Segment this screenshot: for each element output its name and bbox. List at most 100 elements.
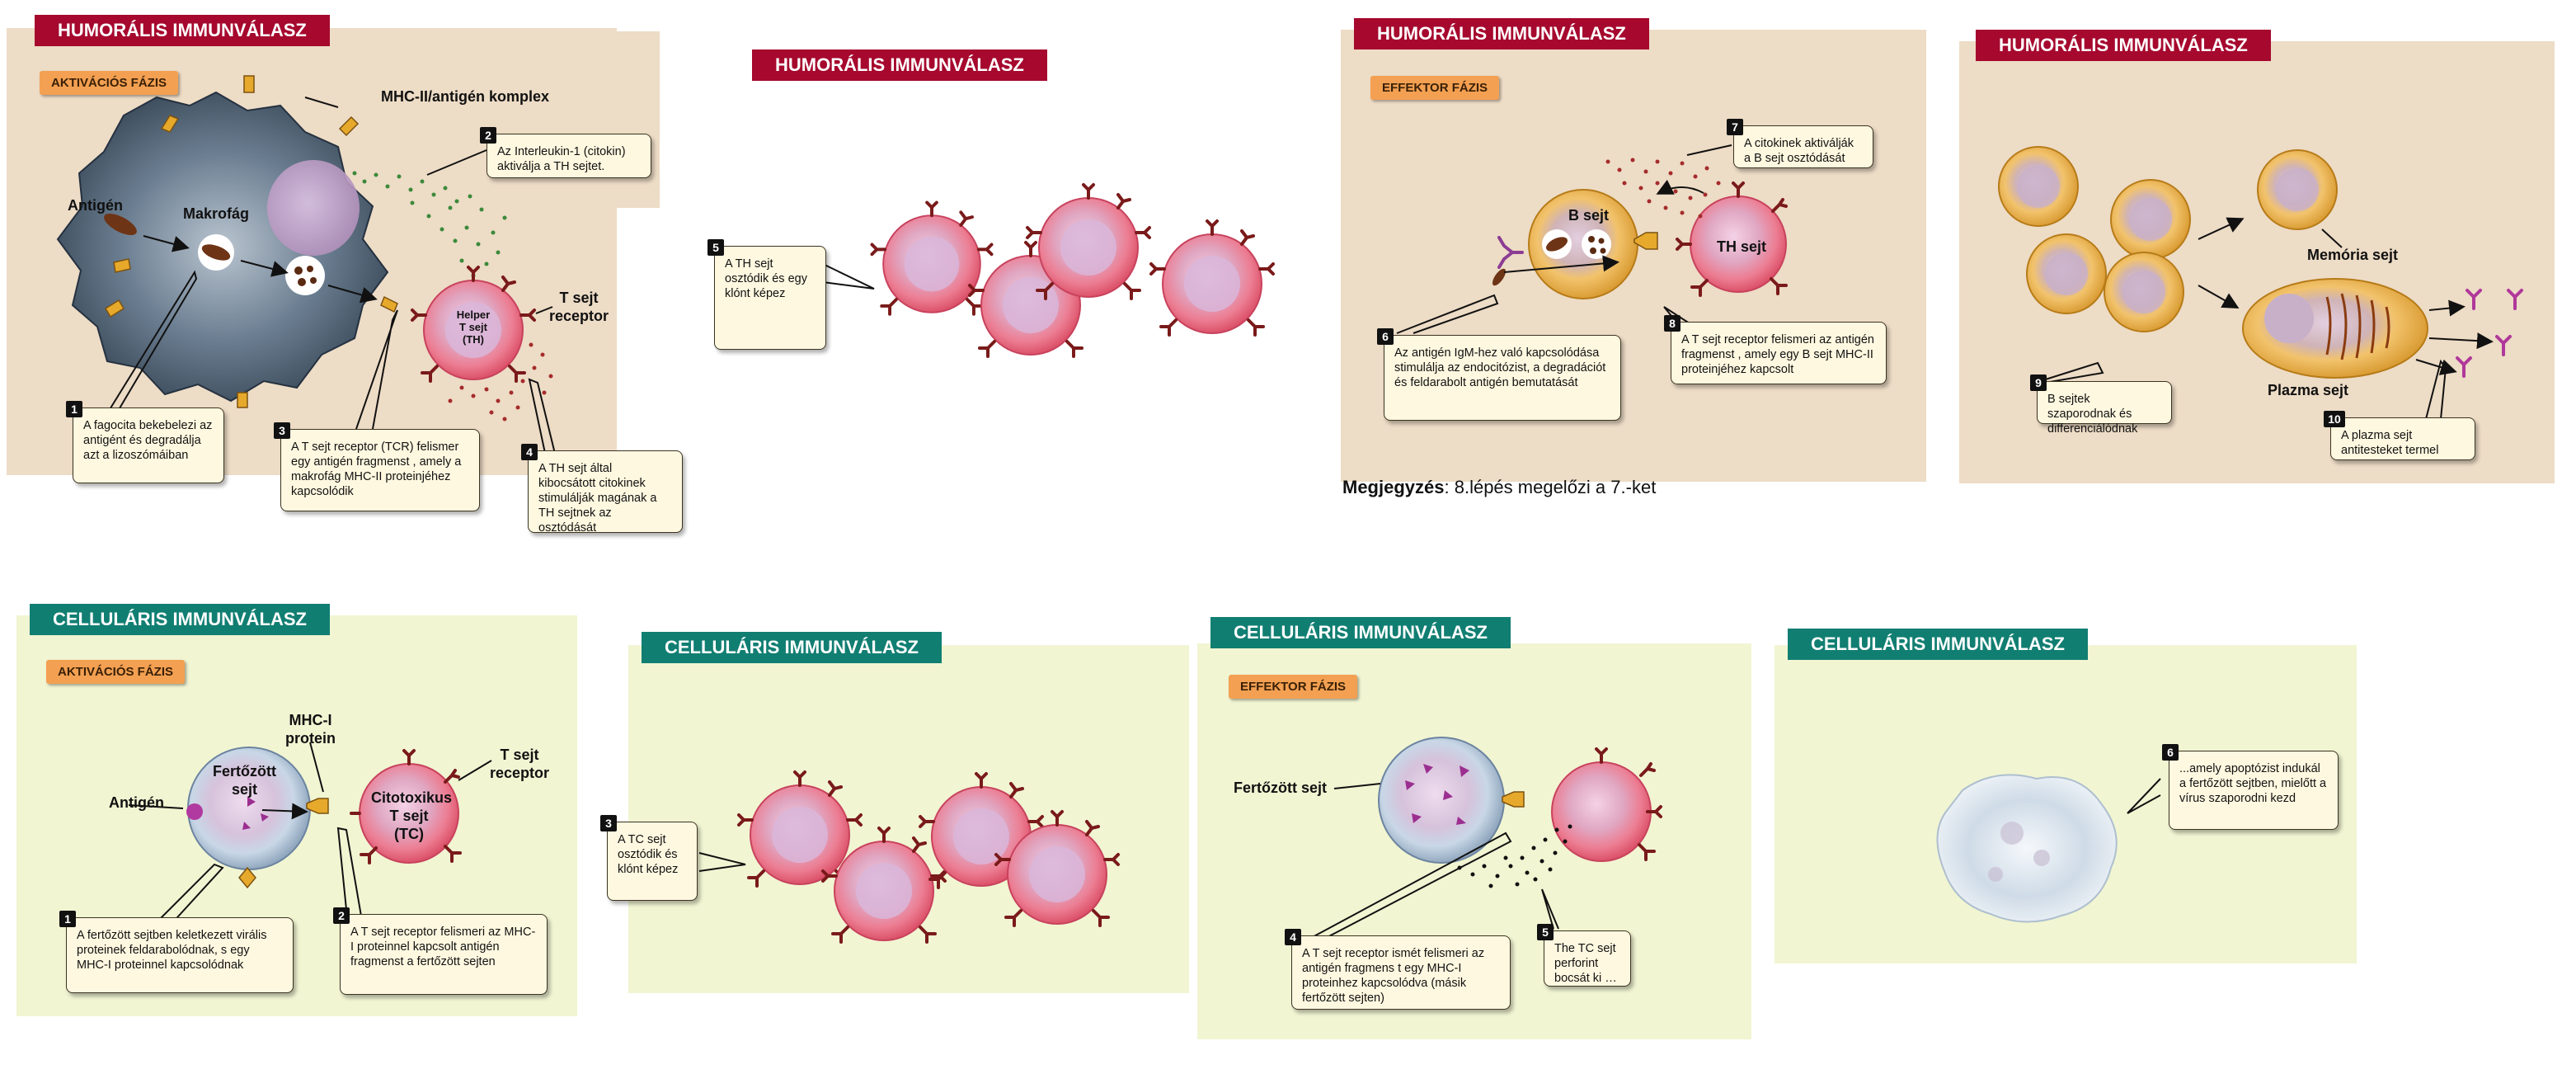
- plasma-cell: [2242, 278, 2428, 379]
- clone-pointer-c: [698, 852, 746, 872]
- memory-cell: [2257, 149, 2338, 230]
- step-h1-text: A fagocita bekebelezi az antigént és deg…: [83, 419, 213, 462]
- label-cytotoxic-line3: (TC): [394, 826, 424, 842]
- step-h8: 8 A T sejt receptor felismeri az antigén…: [1664, 315, 1887, 384]
- b-cell-cluster: [1998, 146, 2191, 332]
- step-c6-number: 6: [2162, 744, 2179, 761]
- step-h7-number: 7: [1727, 119, 1743, 135]
- label-infected-line2: sejt: [231, 781, 257, 798]
- step-h5: 5 A TH sejt osztódik és egy klónt képez: [707, 239, 826, 350]
- step-c3: 3 A TC sejt osztódik és klónt képez: [600, 815, 698, 901]
- cytotoxic-t-cell: [350, 749, 462, 864]
- cellular-activation-arrows: [128, 742, 492, 926]
- label-memory-cell: Memória sejt: [2307, 247, 2399, 263]
- apoptosis-pointer: [2127, 778, 2161, 814]
- title-cellular-apoptosis: CELLULÁRIS IMMUNVÁLASZ: [1788, 629, 2088, 660]
- tc-effector: [1551, 747, 1662, 862]
- step-c3-number: 3: [600, 815, 617, 831]
- step-c5-number: 5: [1537, 924, 1554, 940]
- label-cytotoxic-line1: Citotoxikus: [371, 789, 453, 806]
- apoptotic-cell: [1936, 774, 2118, 923]
- note-rest: : 8.lépés megelőzi a 7.-ket: [1444, 477, 1657, 497]
- step-h3-number: 3: [274, 422, 290, 439]
- step-c2: 2 A T sejt receptor felismeri az MHC-I p…: [333, 907, 548, 995]
- label-antigen: Antigén: [68, 197, 123, 214]
- step-h8-number: 8: [1664, 315, 1681, 332]
- label-infected-line1: Fertőzött: [213, 763, 276, 780]
- antibodies: [2456, 289, 2523, 378]
- step-h5-text: A TH sejt osztódik és egy klónt képez: [725, 257, 807, 300]
- phase-badge-cellular-activation: AKTIVÁCIÓS FÁZIS: [46, 660, 186, 684]
- step-h10-number: 10: [2324, 411, 2345, 427]
- step-c1-text: A fertőzött sejtben keletkezett virális …: [77, 929, 267, 972]
- cellular-effector-arrows: [1309, 783, 1559, 940]
- step-c2-text: A T sejt receptor felismeri az MHC-I pro…: [350, 926, 536, 968]
- step-h6-text: Az antigén IgM-hez való kapcsolódása sti…: [1394, 346, 1606, 389]
- cytokine-dots: [448, 342, 553, 422]
- clone-pointer-h: [822, 263, 875, 290]
- step-h5-number: 5: [707, 239, 724, 256]
- step-h9-text: B sejtek szaporodnak és differenciálódna…: [2047, 393, 2138, 436]
- step-h4: 4 A TH sejt által kibocsátott citokinek …: [521, 444, 683, 535]
- macrophage-cell: [56, 91, 389, 403]
- title-cellular-activation: CELLULÁRIS IMMUNVÁLASZ: [30, 604, 330, 635]
- label-plasma-cell: Plazma sejt: [2268, 382, 2349, 398]
- step-c2-number: 2: [333, 907, 350, 924]
- label-bcell: B sejt: [1568, 207, 1610, 224]
- label-tcell-receptor-h-line1: T sejt: [559, 290, 599, 306]
- label-mhc1: MHC-I protein: [285, 711, 336, 747]
- step-h9-number: 9: [2030, 374, 2047, 391]
- step-h3: 3 A T sejt receptor (TCR) felismer egy a…: [274, 422, 480, 511]
- step-h4-number: 4: [521, 444, 538, 460]
- step-h9: 9 B sejtek szaporodnak és differenciálód…: [2030, 374, 2172, 436]
- title-cellular-clone: CELLULÁRIS IMMUNVÁLASZ: [642, 632, 942, 663]
- step-c1: 1 A fertőzött sejtben keletkezett viráli…: [59, 911, 294, 993]
- label-helper-line1: Helper: [456, 309, 491, 321]
- step-h2-number: 2: [480, 127, 496, 144]
- label-macrophage: Makrofág: [183, 205, 250, 222]
- step-h2: 2 Az Interleukin-1 (citokin) aktiválja a…: [480, 127, 651, 178]
- phase-badge-humoral-activation: AKTIVÁCIÓS FÁZIS: [40, 71, 179, 95]
- step-h3-text: A T sejt receptor (TCR) felismer egy ant…: [291, 440, 462, 498]
- step-h6: 6 Az antigén IgM-hez való kapcsolódása s…: [1377, 328, 1621, 421]
- step-h1-number: 1: [66, 401, 82, 417]
- label-infected-cell: Fertőzött sejt: [213, 762, 276, 798]
- title-humoral-effector: HUMORÁLIS IMMUNVÁLASZ: [1354, 18, 1649, 49]
- step-c4-number: 4: [1285, 929, 1301, 945]
- label-tcell-receptor-h: T sejt receptor: [549, 289, 609, 325]
- mhc2-complexes: [104, 75, 398, 408]
- title-humoral-clone: HUMORÁLIS IMMUNVÁLASZ: [752, 49, 1047, 81]
- igm-receptor: [1497, 236, 1524, 269]
- step-h10-text: A plazma sejt antitesteket termel: [2341, 429, 2439, 457]
- label-th-cell: TH sejt: [1717, 238, 1767, 255]
- title-cellular-effector: CELLULÁRIS IMMUNVÁLASZ: [1210, 617, 1511, 648]
- panel-humoral-clone: [369, 31, 660, 208]
- step-c6: 6 ...amely apoptózist indukál a fertőzöt…: [2162, 744, 2339, 830]
- step-h8-text: A T sejt receptor felismeri az antigén f…: [1681, 333, 1874, 376]
- step-c3-text: A TC sejt osztódik és klónt képez: [618, 833, 679, 876]
- title-humoral-differentiation: HUMORÁLIS IMMUNVÁLASZ: [1976, 30, 2271, 61]
- antigen-bound: [1492, 268, 1507, 286]
- differentiation-arrows: [2034, 217, 2494, 420]
- label-tcell-receptor-c-line2: receptor: [490, 765, 550, 781]
- step-c5: 5 The TC sejt perforint bocsát ki …: [1537, 924, 1631, 987]
- phase-badge-cellular-effector: EFFEKTOR FÁZIS: [1229, 675, 1358, 699]
- infected-cell-effector: [1378, 737, 1525, 864]
- effector-arrows: [1396, 144, 1732, 334]
- antigen-particle: [104, 213, 137, 236]
- label-cytotoxic-t: Citotoxikus T sejt (TC): [371, 789, 452, 843]
- th-clone-cells: [870, 183, 1275, 358]
- label-tcell-receptor-h-line2: receptor: [549, 308, 609, 324]
- th-cell-effector: [1676, 181, 1788, 297]
- step-h7-text: A citokinek aktiválják a B sejt osztódás…: [1744, 137, 1854, 165]
- note-text: Megjegyzés: 8.lépés megelőzi a 7.-ket: [1342, 477, 1656, 498]
- phase-badge-humoral-effector: EFFEKTOR FÁZIS: [1370, 76, 1500, 100]
- label-mhc1-line1: MHC-I: [289, 712, 332, 728]
- label-antigen-c: Antigén: [109, 794, 164, 811]
- step-c4-text: A T sejt receptor ismét felismeri az ant…: [1302, 947, 1485, 1005]
- step-h6-number: 6: [1377, 328, 1394, 345]
- title-humoral-activation: HUMORÁLIS IMMUNVÁLASZ: [35, 15, 330, 46]
- step-c5-text: The TC sejt perforint bocsát ki …: [1554, 942, 1617, 985]
- infected-cell: [186, 747, 329, 889]
